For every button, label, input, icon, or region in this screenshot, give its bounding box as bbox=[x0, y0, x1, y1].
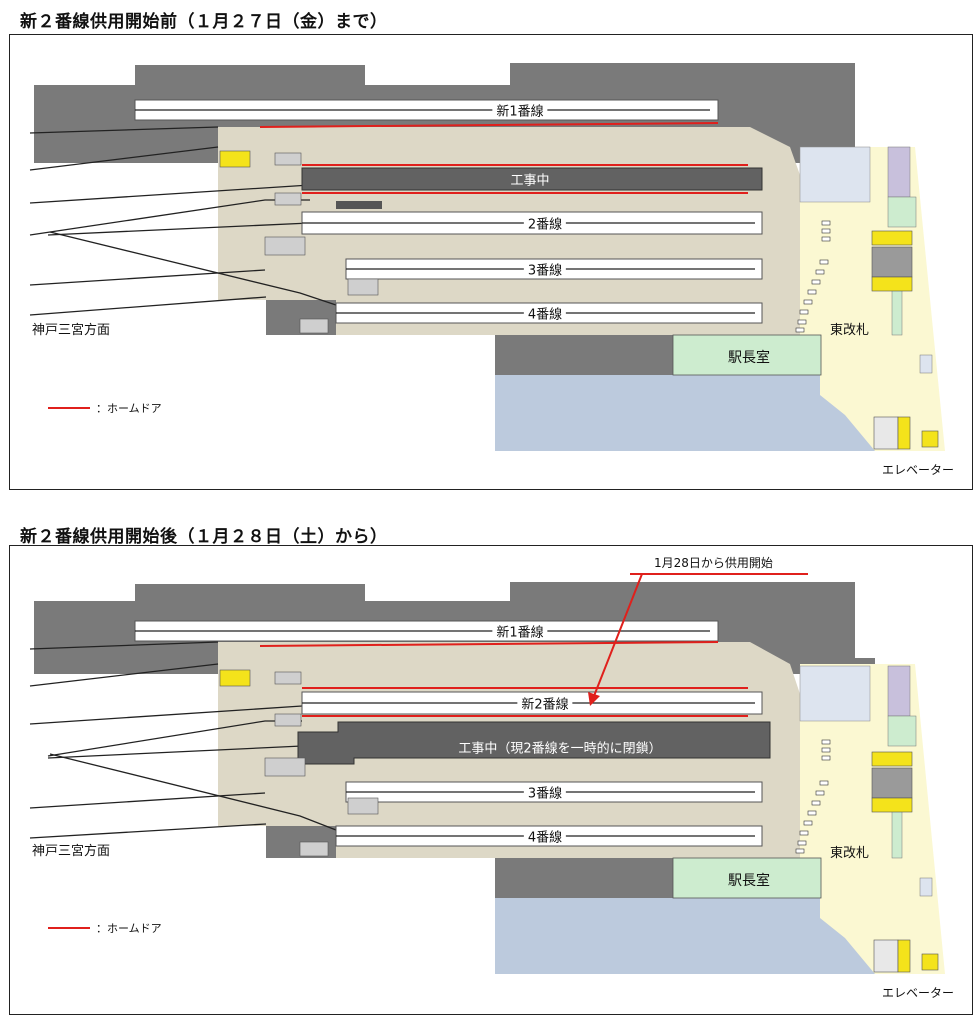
label-new1-track: 新1番線 bbox=[492, 100, 548, 120]
track-construction bbox=[297, 721, 771, 765]
legend-swatch bbox=[48, 407, 90, 409]
pillar-small bbox=[919, 354, 933, 374]
escalator-elevator bbox=[897, 416, 911, 450]
heading-after: 新２番線供用開始後（１月２８日（土）から） bbox=[20, 527, 388, 547]
legend: ：ホームドア bbox=[48, 920, 162, 936]
label-construction: 工事中 bbox=[510, 173, 550, 189]
pillar-purple bbox=[887, 146, 911, 198]
label-line4: 4番線 bbox=[523, 303, 567, 323]
stairs-5 bbox=[299, 318, 329, 334]
stairs-4 bbox=[347, 278, 379, 296]
label-line3: 3番線 bbox=[523, 782, 567, 802]
label-line3: 3番線 bbox=[523, 259, 567, 279]
label-direction: 神戸三宮方面 bbox=[32, 844, 111, 859]
track-lines bbox=[29, 126, 337, 316]
pillar-green-2 bbox=[891, 284, 903, 336]
label-elevator: エレベーター bbox=[882, 986, 955, 1000]
callout-arrowhead bbox=[588, 692, 600, 706]
label-station-master: 駅長室 bbox=[728, 350, 770, 366]
platform-doors bbox=[259, 122, 748, 194]
label-construction: 工事中（現2番線を一時的に閉鎖） bbox=[458, 741, 662, 757]
concourse-block bbox=[799, 665, 871, 722]
ticket-gates bbox=[795, 220, 831, 333]
map-panel-after: 1月28日から供用開始 新1番線 新2番線 工事中（現2番線を一時的に閉鎖） 3… bbox=[9, 545, 973, 1015]
stairs-concourse bbox=[871, 246, 913, 278]
elevator-box bbox=[921, 430, 939, 448]
stairs-5 bbox=[299, 841, 329, 857]
label-new1-track: 新1番線 bbox=[492, 621, 548, 641]
lower-area bbox=[495, 375, 877, 451]
stairs-elevator bbox=[873, 416, 899, 450]
station-master-room bbox=[672, 857, 822, 899]
ticket-gates bbox=[795, 739, 831, 854]
stairs-1 bbox=[274, 152, 302, 166]
label-elevator: エレベーター bbox=[882, 463, 955, 477]
pillar-green bbox=[887, 196, 917, 228]
concourse-block bbox=[799, 146, 871, 203]
legend: ：ホームドア bbox=[48, 400, 162, 416]
callout-arrow bbox=[593, 573, 643, 697]
escalator-left bbox=[219, 150, 251, 168]
pillar-green bbox=[887, 715, 917, 747]
callout-label: 1月28日から供用開始 bbox=[654, 556, 773, 570]
label-new2-track: 新2番線 bbox=[517, 693, 573, 713]
legend-swatch bbox=[48, 927, 90, 929]
station-map-before bbox=[29, 63, 945, 451]
legend-text: ：ホームドア bbox=[96, 402, 162, 415]
stairs-4 bbox=[347, 797, 379, 815]
label-station-master: 駅長室 bbox=[728, 873, 770, 889]
label-direction: 神戸三宮方面 bbox=[32, 323, 111, 338]
small-block bbox=[336, 201, 382, 209]
stairs-concourse bbox=[871, 767, 913, 799]
label-east-gate: 東改札 bbox=[830, 323, 870, 338]
escalator-concourse-bottom bbox=[871, 276, 913, 292]
stairs-elevator bbox=[873, 939, 899, 973]
stairs-2 bbox=[274, 713, 302, 727]
heading-before: 新２番線供用開始前（１月２７日（金）まで） bbox=[20, 12, 388, 32]
escalator-concourse-bottom bbox=[871, 797, 913, 813]
legend-text: ：ホームドア bbox=[96, 922, 162, 935]
stairs-2 bbox=[274, 192, 302, 206]
stairs-3 bbox=[264, 757, 306, 777]
pillar-small bbox=[919, 877, 933, 897]
pillar-green-2 bbox=[891, 807, 903, 859]
building-lower-mid bbox=[495, 858, 673, 898]
station-map-after bbox=[29, 573, 945, 974]
station-master-room bbox=[672, 334, 822, 376]
label-line4: 4番線 bbox=[523, 826, 567, 846]
pillar-purple bbox=[887, 665, 911, 717]
escalator-left bbox=[219, 669, 251, 687]
label-line2: 2番線 bbox=[523, 213, 567, 233]
elevator-box bbox=[921, 953, 939, 971]
escalator-elevator bbox=[897, 939, 911, 973]
track-construction bbox=[301, 167, 763, 191]
lower-area bbox=[495, 898, 877, 974]
platform-doors bbox=[259, 573, 808, 717]
escalator-concourse-top bbox=[871, 751, 913, 767]
stairs-3 bbox=[264, 236, 306, 256]
label-east-gate: 東改札 bbox=[830, 846, 870, 861]
map-panel-before: 新1番線 工事中 2番線 3番線 4番線 神戸三宮方面 東改札 駅長室 エレベー… bbox=[9, 34, 973, 490]
building-lower-mid bbox=[495, 335, 673, 375]
escalator-concourse-top bbox=[871, 230, 913, 246]
stairs-1 bbox=[274, 671, 302, 685]
